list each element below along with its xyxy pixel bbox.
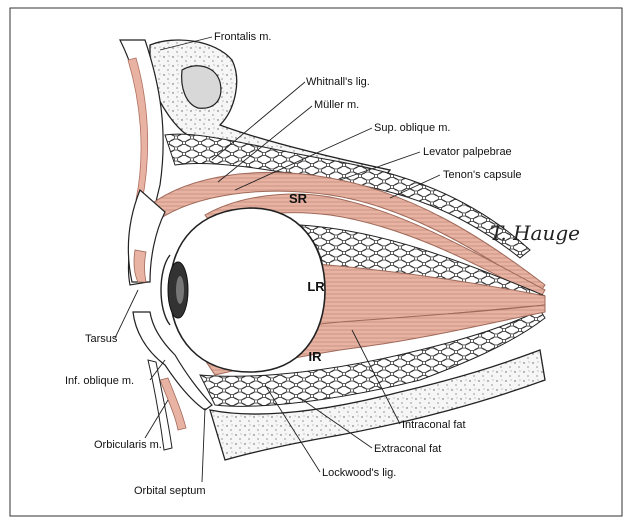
label-sup-oblique: Sup. oblique m.	[374, 122, 450, 134]
globe	[170, 208, 325, 372]
label-lockwood: Lockwood's lig.	[322, 467, 396, 479]
muscle-label-ir: IR	[309, 349, 323, 364]
pupil-highlight	[176, 276, 184, 304]
label-orbital-septum: Orbital septum	[134, 485, 206, 497]
upper-tarsus	[134, 250, 146, 282]
label-muller: Müller m.	[314, 99, 359, 111]
label-extraconal: Extraconal fat	[374, 443, 441, 455]
muscle-label-sr: SR	[289, 191, 308, 206]
label-orbicularis: Orbicularis m.	[94, 439, 162, 451]
muscle-label-lr: LR	[307, 279, 325, 294]
label-inf-oblique: Inf. oblique m.	[65, 375, 134, 387]
artist-signature: T. Hauge	[490, 221, 580, 245]
label-levator: Levator palpebrae	[423, 146, 512, 158]
label-whitnall: Whitnall's lig.	[306, 76, 370, 88]
label-frontalis: Frontalis m.	[214, 31, 271, 43]
label-tarsus: Tarsus	[85, 333, 118, 345]
label-intraconal: Intraconal fat	[402, 419, 466, 431]
label-tenon: Tenon's capsule	[443, 169, 522, 181]
